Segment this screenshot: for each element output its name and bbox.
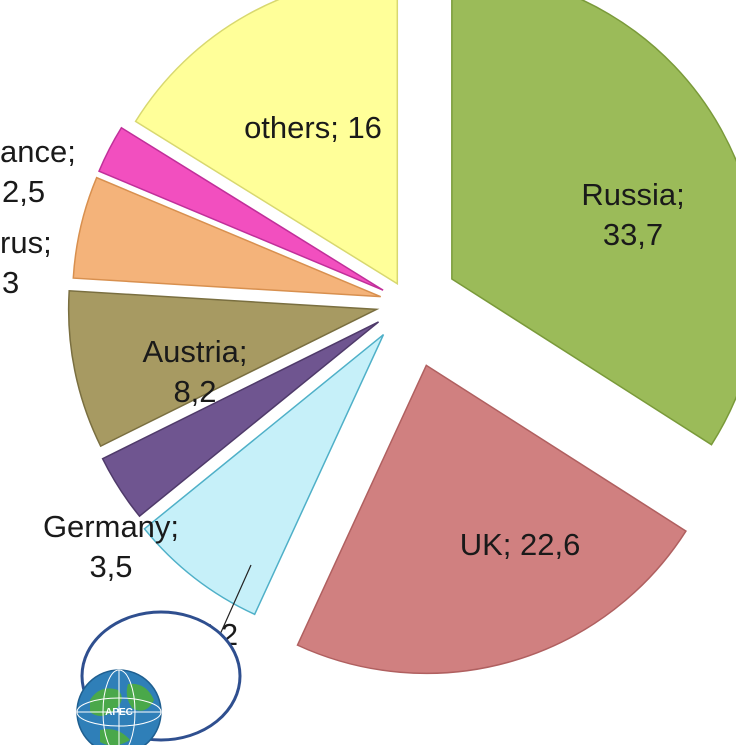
apec-logo: APEC (76, 610, 242, 745)
pie-slice-russia (451, 0, 736, 446)
apec-logo-text: APEC (105, 707, 133, 718)
pie-slice-france (98, 126, 384, 291)
pie-slice-uk (296, 364, 687, 675)
pie-slices (67, 0, 736, 675)
label-france: ance;2,5 (0, 134, 76, 209)
pie-labels: Russia;33,7UK; 22,6USA; 7,2Germany;3,5Au… (0, 110, 685, 652)
pie-slice-austria (67, 290, 380, 448)
label-russia: Russia;33,7 (581, 177, 684, 252)
pie-slice-others (134, 0, 399, 286)
globe-icon (76, 669, 162, 745)
label-uk: UK; 22,6 (460, 527, 581, 562)
pie-slice-germany (101, 321, 380, 518)
label-germany: Germany;3,5 (43, 509, 179, 584)
label-cyprus: rus;3 (0, 225, 52, 300)
pie-slice-cyprus (72, 176, 382, 298)
label-others: others; 16 (244, 110, 382, 145)
label-austria: Austria;8,2 (142, 334, 247, 409)
pie-slice-usa (143, 334, 385, 616)
